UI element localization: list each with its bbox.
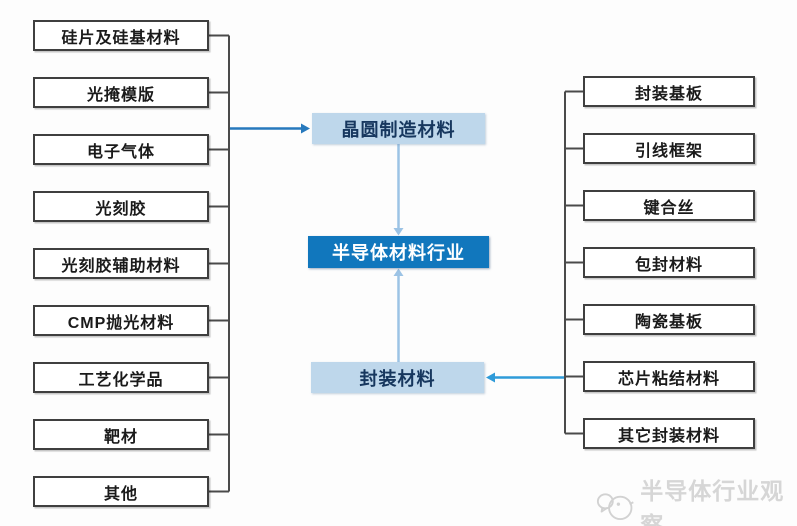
- wafer-material-item-label: 其他: [103, 485, 138, 503]
- packaging-material-item: 键合丝: [583, 190, 755, 221]
- packaging-material-item-label: 键合丝: [643, 199, 695, 217]
- packaging-material-item: 封装基板: [583, 76, 755, 107]
- wafer-material-item-label: 硅片及硅基材料: [61, 29, 181, 47]
- packaging-material-item-label: 其它封装材料: [617, 427, 720, 445]
- packaging-material-item: 陶瓷基板: [583, 304, 755, 335]
- packaging-material-item: 芯片粘结材料: [583, 361, 755, 392]
- wafer-material-item: CMP抛光材料: [33, 305, 209, 336]
- packaging-materials-box: 封装材料: [311, 362, 484, 393]
- packaging-material-item-label: 封装基板: [634, 85, 703, 103]
- wafer-material-item: 电子气体: [33, 134, 209, 165]
- wafer-material-item-label: 光刻胶辅助材料: [61, 257, 181, 275]
- packaging-material-item-label: 引线框架: [634, 142, 703, 160]
- packaging-material-item-label: 包封材料: [634, 256, 703, 274]
- semiconductor-materials-industry-box: 半导体材料行业: [308, 236, 489, 268]
- packaging-material-item-label: 陶瓷基板: [634, 313, 703, 331]
- packaging-material-item-label: 芯片粘结材料: [617, 370, 720, 388]
- wafer-material-item: 靶材: [33, 419, 209, 450]
- wafer-material-item-label: 靶材: [103, 428, 138, 446]
- wafer-material-item-label: 工艺化学品: [78, 371, 164, 389]
- wafer-material-item: 光掩模版: [33, 77, 209, 108]
- packaging-material-item: 其它封装材料: [583, 418, 755, 449]
- wafer-manufacturing-materials-label: 晶圆制造材料: [341, 119, 456, 140]
- wafer-material-item: 光刻胶辅助材料: [33, 248, 209, 279]
- watermark-text: 半导体行业观察: [640, 478, 785, 526]
- arrowhead-right-icon: [301, 123, 310, 134]
- wafer-material-item-label: 光刻胶: [95, 200, 147, 218]
- wafer-material-item: 其他: [33, 476, 209, 507]
- wafer-material-item-label: 光掩模版: [86, 86, 155, 104]
- wafer-material-item: 硅片及硅基材料: [33, 20, 209, 51]
- wafer-manufacturing-materials-box: 晶圆制造材料: [312, 113, 485, 144]
- arrowhead-up-icon: [393, 268, 404, 276]
- arrowhead-left-icon: [486, 372, 495, 383]
- wafer-material-item: 光刻胶: [33, 191, 209, 222]
- wafer-material-item-label: 电子气体: [86, 143, 155, 161]
- packaging-material-item: 包封材料: [583, 247, 755, 278]
- semiconductor-materials-industry-label: 半导体材料行业: [332, 243, 465, 263]
- wafer-material-item: 工艺化学品: [33, 362, 209, 393]
- wafer-material-item-label: CMP抛光材料: [67, 314, 175, 332]
- arrowhead-down-icon: [393, 228, 404, 236]
- packaging-materials-label: 封装材料: [359, 368, 436, 389]
- brand-logo-icon: [596, 493, 634, 521]
- watermark: 半导体行业观察: [596, 472, 797, 526]
- packaging-material-item: 引线框架: [583, 133, 755, 164]
